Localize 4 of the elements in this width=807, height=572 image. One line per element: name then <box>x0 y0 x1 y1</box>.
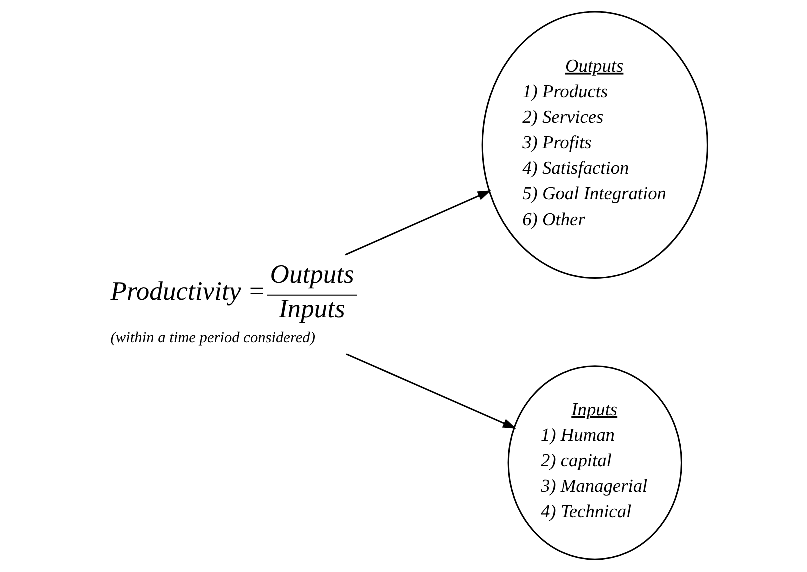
arrow <box>344 190 491 256</box>
arrow <box>346 354 516 429</box>
node-ellipse: Inputs 1) Human 2) capital 3) Managerial 4) Technical <box>507 366 682 560</box>
node-ellipse: Outputs 1) Products 2) Services 3) Profits 4) Satisfaction 5) Goal Integration 6) Other <box>481 11 708 279</box>
